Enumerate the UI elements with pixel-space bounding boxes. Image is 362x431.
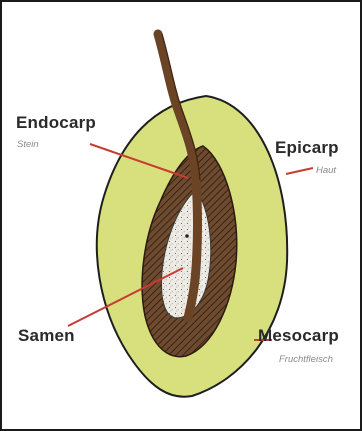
endocarp-label: Endocarp: [16, 113, 96, 133]
samen-label: Samen: [18, 326, 75, 346]
mesocarp-label: Mesocarp: [258, 326, 339, 346]
seed-dot: [185, 234, 189, 238]
epicarp-sublabel: Haut: [316, 165, 336, 176]
endocarp-sublabel: Stein: [17, 139, 39, 150]
mesocarp-sublabel: Fruchtfleisch: [279, 354, 333, 365]
epicarp-leader-line: [286, 168, 313, 174]
epicarp-label: Epicarp: [275, 138, 339, 158]
